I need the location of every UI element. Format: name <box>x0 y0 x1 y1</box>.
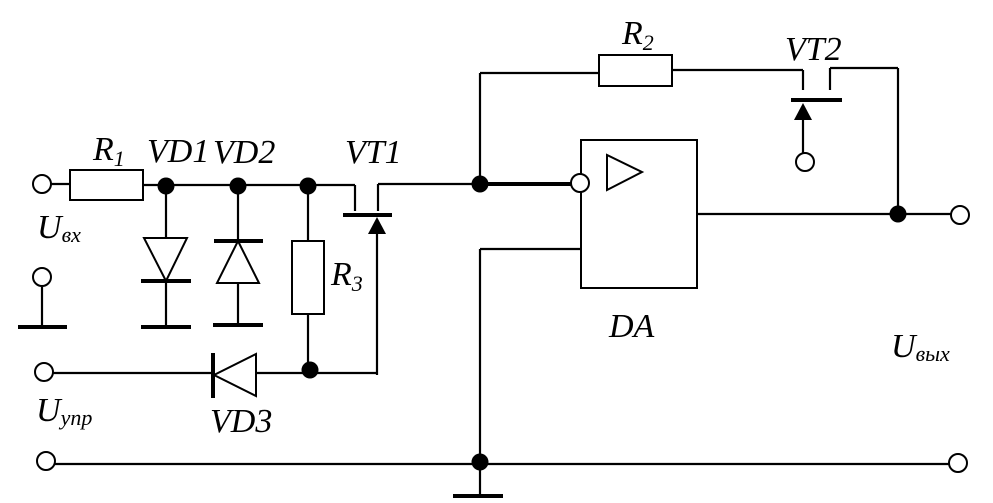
terminal-vt2-gate <box>795 152 815 172</box>
terminal-input <box>32 174 52 194</box>
opamp-triangle-icon <box>606 153 645 192</box>
label-u-in: Uвх <box>37 209 81 247</box>
diode-vd1 <box>141 237 191 284</box>
diode-vd2 <box>214 238 263 284</box>
node-common <box>471 453 489 471</box>
label-da: DA <box>608 308 655 345</box>
node-vd2 <box>229 177 247 195</box>
opamp-da <box>580 139 698 289</box>
terminal-output <box>950 205 970 225</box>
transistor-vt2 <box>791 98 842 120</box>
resistor-r2 <box>598 54 673 87</box>
label-u-control: Uупр <box>36 392 92 430</box>
label-r3: R3 <box>330 256 363 296</box>
node-opamp-input <box>471 175 489 193</box>
node-r3-bottom <box>301 361 319 379</box>
terminal-common-left <box>36 451 56 471</box>
label-vd3: VD3 <box>210 403 272 440</box>
label-vt1: VT1 <box>345 134 402 171</box>
wires <box>18 66 951 498</box>
label-u-out: Uвых <box>891 328 950 366</box>
resistor-r3 <box>291 240 325 315</box>
terminal-ground <box>32 267 52 287</box>
label-r1: R1 <box>92 131 125 171</box>
node-output <box>889 205 907 223</box>
label-r2: R2 <box>621 15 654 55</box>
terminal-common-right <box>948 453 968 473</box>
transistor-vt1 <box>343 213 392 234</box>
label-vd2: VD2 <box>213 134 275 171</box>
node-vd1 <box>157 177 175 195</box>
label-vd1: VD1 <box>147 133 209 170</box>
label-vt2: VT2 <box>785 31 842 68</box>
diode-vd3 <box>211 352 257 398</box>
terminal-control <box>34 362 54 382</box>
opamp-inverting-input <box>570 173 590 193</box>
resistor-r1 <box>69 169 144 201</box>
node-r3-top <box>299 177 317 195</box>
